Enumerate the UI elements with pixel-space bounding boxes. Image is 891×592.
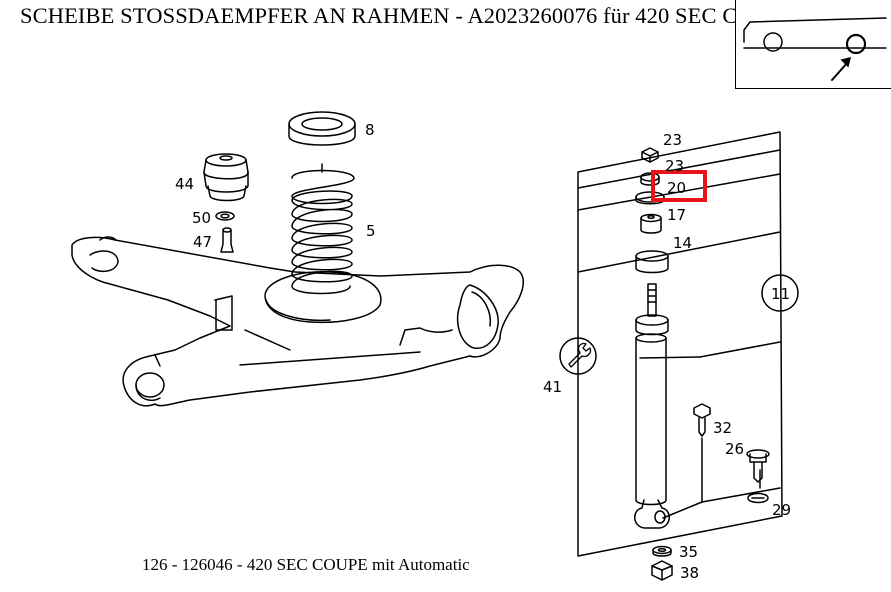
callout-29[interactable]: 29 [772,501,791,519]
washer [640,172,660,186]
callout-38[interactable]: 38 [680,564,699,582]
highlight-box [651,170,707,202]
spring-pad [288,111,356,146]
rubber-mount-lower [635,250,669,274]
rear-axle-carrier [71,236,524,407]
wrench-icon [559,337,597,375]
callout-8[interactable]: 8 [365,121,375,139]
callout-17[interactable]: 17 [667,206,686,224]
clip [747,492,769,504]
bolt-with-washer [746,449,770,483]
parts-panel [577,131,783,557]
callout-20[interactable]: 20 [667,179,686,197]
callout-11[interactable]: 11 [771,285,790,303]
callout-26[interactable]: 26 [725,440,744,458]
shock-absorber [634,283,670,529]
car-outline-icon [743,17,887,81]
callout-5[interactable]: 5 [366,222,376,240]
callout-14[interactable]: 14 [673,234,692,252]
callout-32[interactable]: 32 [713,419,732,437]
lock-washer [215,211,235,221]
callout-35[interactable]: 35 [679,543,698,561]
screw [220,227,234,253]
callout-23-nut[interactable]: 23 [663,131,682,149]
callout-44[interactable]: 44 [175,175,194,193]
callout-labels: 8 44 50 47 5 23 23 20 17 14 11 41 32 26 … [175,121,791,582]
callout-47[interactable]: 47 [193,233,212,251]
reference-circle [761,274,799,312]
nut-lower [651,560,673,581]
vehicle-thumbnail[interactable] [735,0,891,89]
callout-23-washer[interactable]: 23 [665,157,684,175]
callout-41[interactable]: 41 [543,378,562,396]
washer-lower [652,545,672,557]
coil-spring [291,163,355,295]
bolt [693,403,711,437]
rubber-mount-upper [640,213,662,234]
page-title: SCHEIBE STOSSDAEMPFER AN RAHMEN - A20232… [20,3,797,28]
bump-stop [203,153,249,202]
callout-50[interactable]: 50 [192,209,211,227]
nut [641,147,659,163]
model-line: 126 - 126046 - 420 SEC COUPE mit Automat… [142,555,470,574]
